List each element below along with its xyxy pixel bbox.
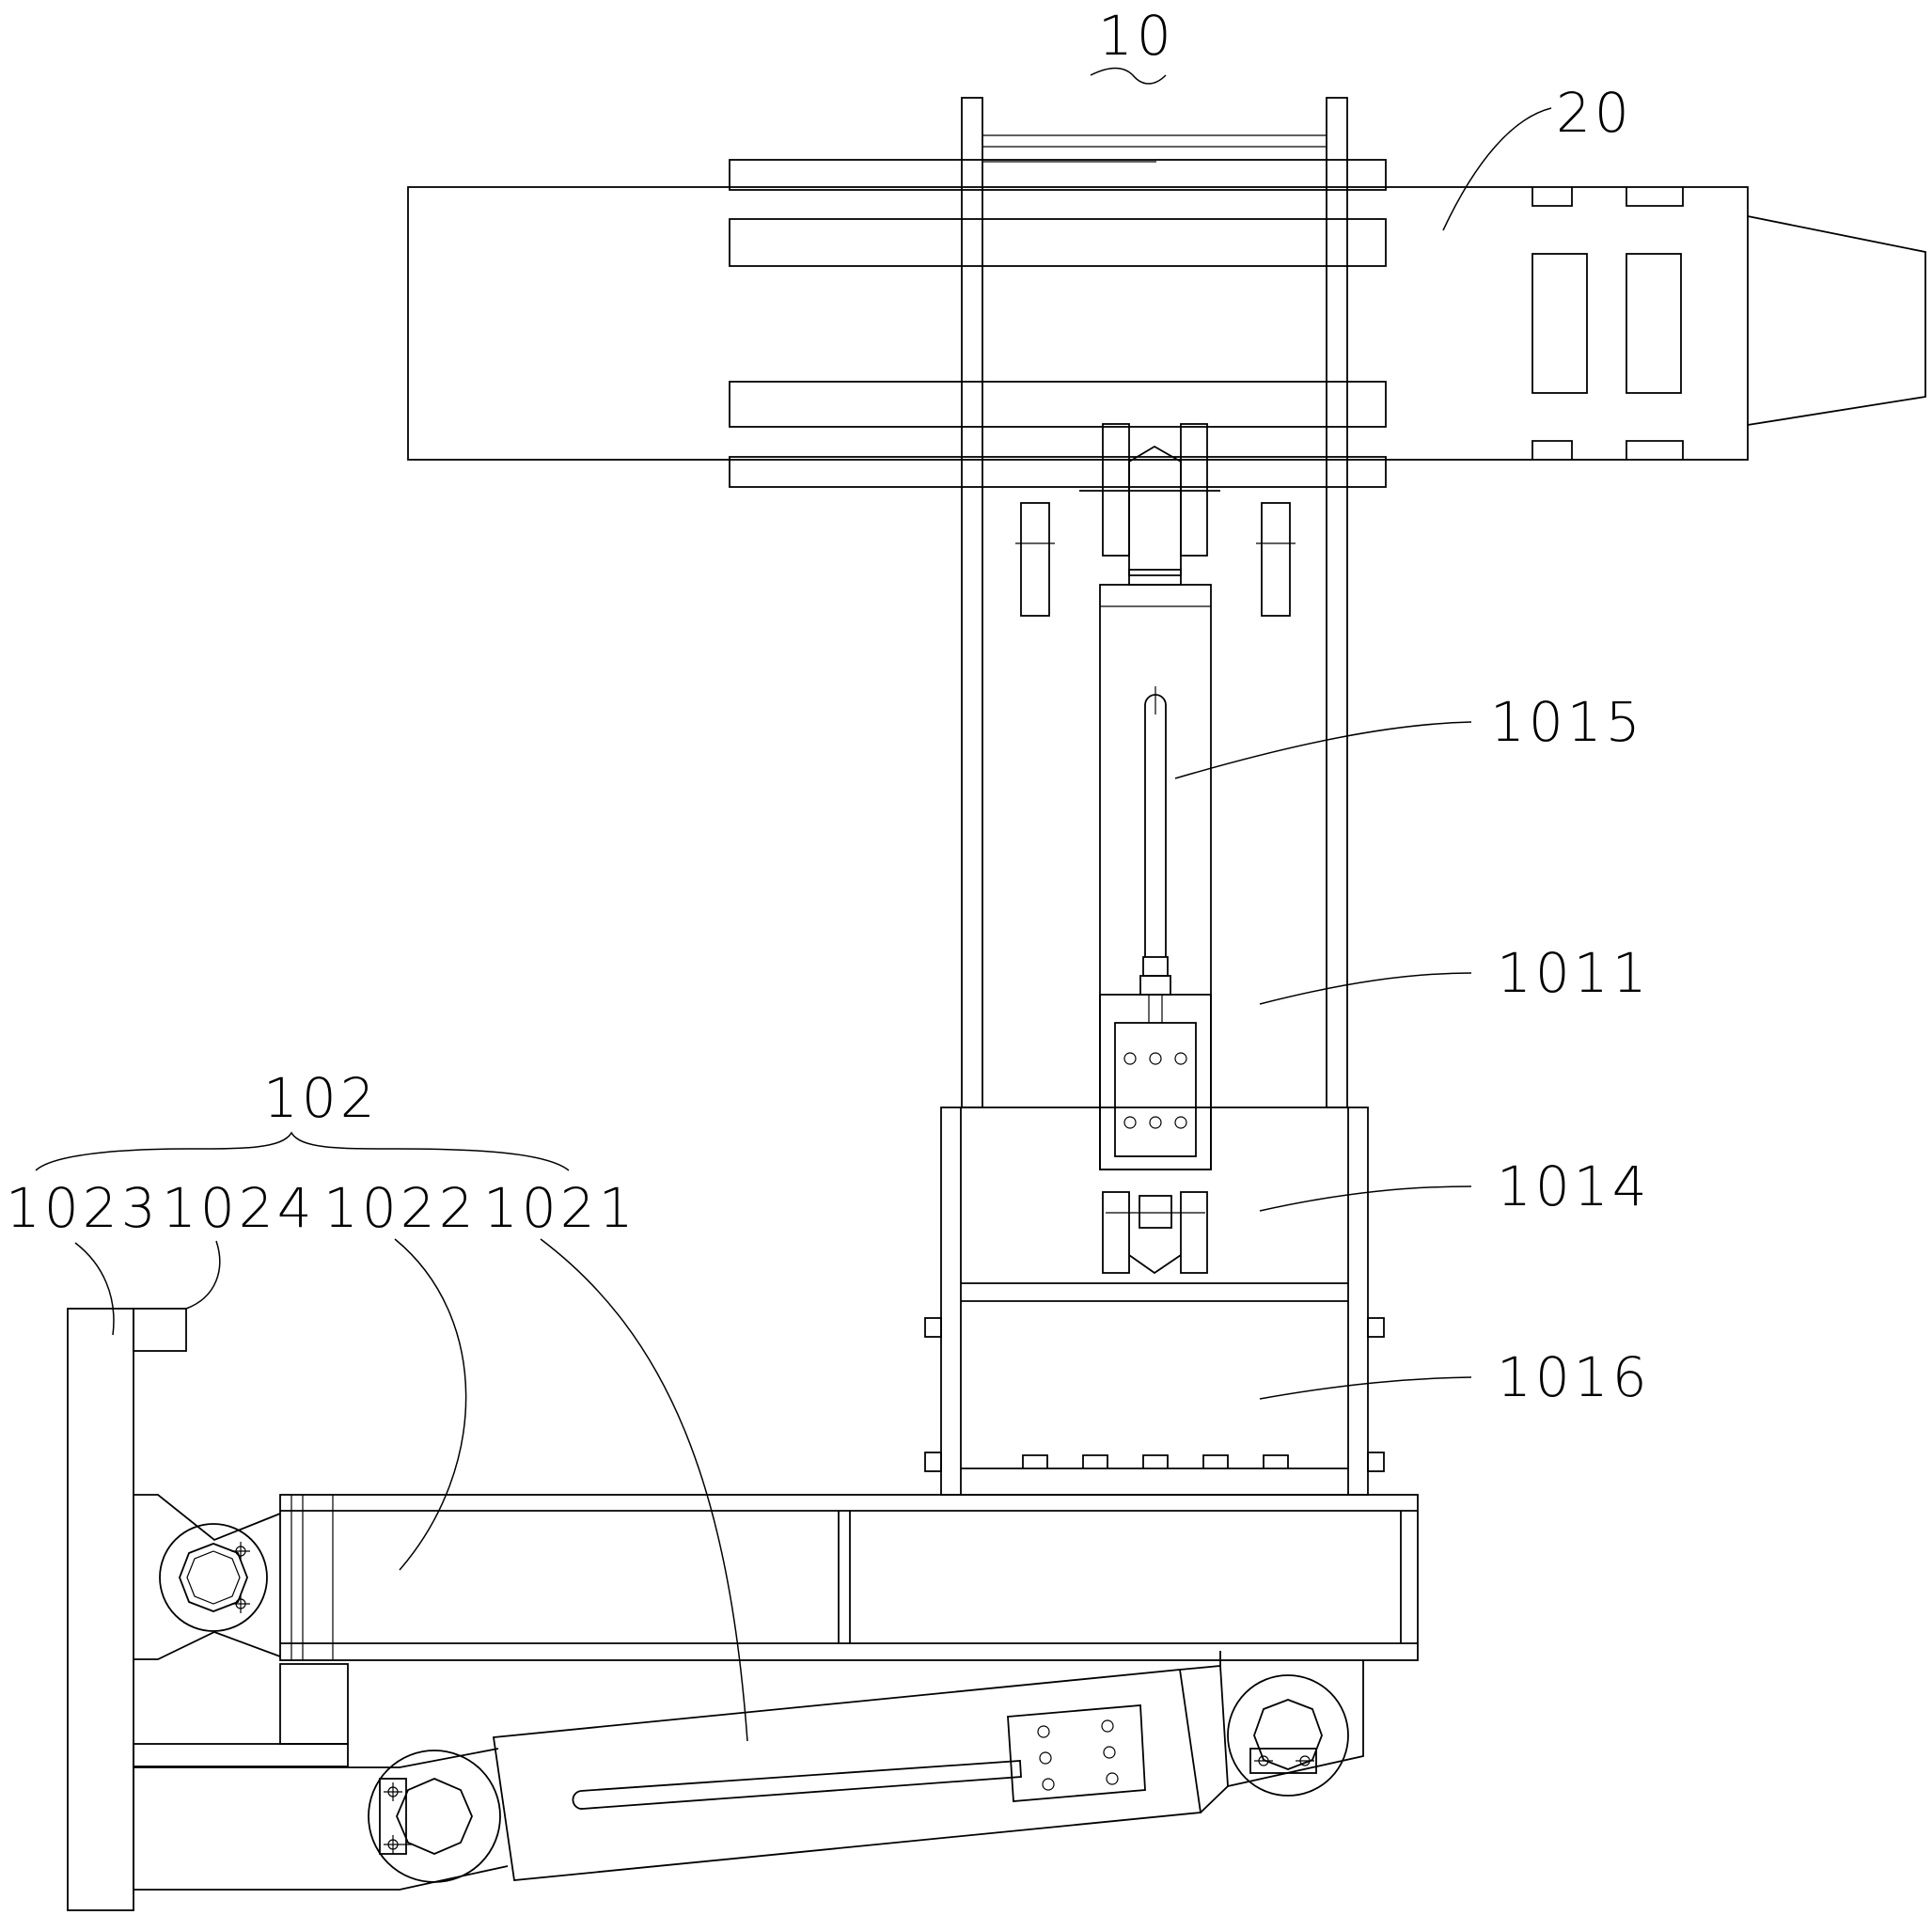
- label-1015: 1015: [1490, 690, 1644, 754]
- label-1023: 1023: [6, 1176, 160, 1240]
- leader-10: [1090, 67, 1167, 85]
- leader-1021: [540, 1238, 748, 1742]
- label-1014: 1014: [1497, 1154, 1651, 1218]
- leader-lines: [35, 67, 1552, 1742]
- leader-1011: [1259, 972, 1472, 1005]
- leader-1022: [394, 1238, 467, 1571]
- label-20: 20: [1556, 81, 1633, 145]
- label-1011: 1011: [1497, 941, 1651, 1005]
- label-1022: 1022: [323, 1176, 478, 1240]
- vertical-frame-1011: [961, 97, 1348, 1108]
- cylinder-1021: [134, 1651, 1364, 1891]
- leader-1015: [1174, 721, 1472, 779]
- lower-box-1016: [924, 1282, 1385, 1472]
- leader-1024: [185, 1240, 221, 1310]
- leader-20: [1442, 107, 1552, 231]
- beam-1022: [134, 1494, 1419, 1661]
- arm-assembly-20: [407, 159, 1926, 488]
- label-1016: 1016: [1497, 1345, 1651, 1409]
- label-1021: 1021: [483, 1176, 637, 1240]
- label-1024: 1024: [162, 1176, 316, 1240]
- label-102: 102: [263, 1066, 379, 1130]
- brace-102: [35, 1131, 570, 1171]
- mount-plate-1023: [67, 1308, 349, 1911]
- reference-labels: 10 20 1015 1011 1014 1016 102 1023 1024 …: [6, 4, 1651, 1409]
- leader-1014: [1259, 1185, 1472, 1212]
- leader-1016: [1259, 1376, 1472, 1400]
- leader-1023: [74, 1242, 115, 1336]
- label-10: 10: [1098, 4, 1175, 68]
- cylinder-1015: [1079, 423, 1220, 1170]
